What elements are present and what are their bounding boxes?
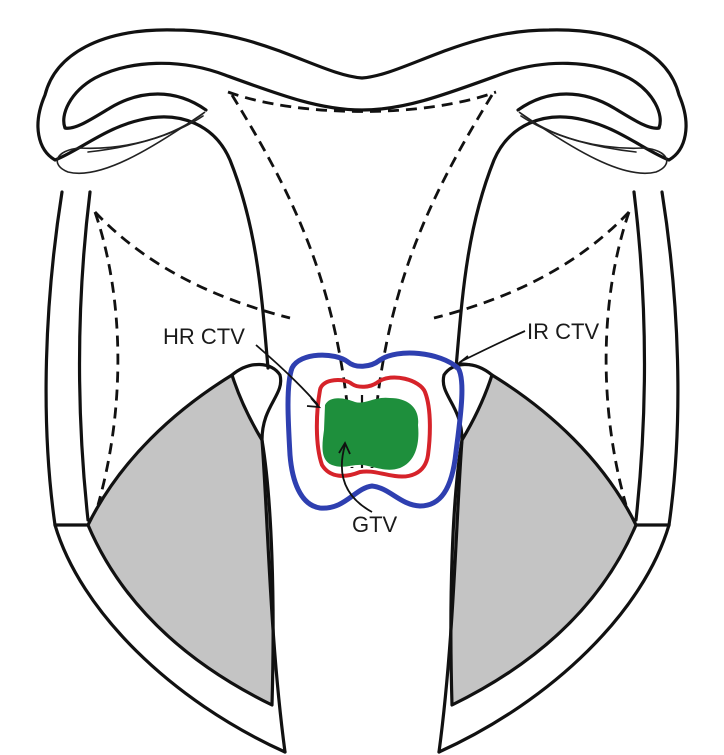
uterus-outline bbox=[38, 30, 686, 368]
left-pelvic-wall-outer bbox=[46, 192, 62, 525]
uterus-outer-contour bbox=[38, 30, 686, 368]
ir-ctv-leader bbox=[460, 331, 525, 362]
hr-ctv-label: HR CTV bbox=[163, 324, 245, 349]
left-parametrium-dashed-lateral bbox=[95, 212, 118, 505]
left-fornix-shaded bbox=[88, 375, 273, 705]
gtv-label: GTV bbox=[352, 512, 398, 537]
gtv-region bbox=[322, 398, 418, 470]
right-pelvic-wall-outer bbox=[662, 192, 678, 525]
left-pelvic-wall-inner bbox=[80, 192, 90, 520]
right-fornix-shaded bbox=[451, 375, 636, 705]
ir-ctv-label: IR CTV bbox=[527, 319, 599, 344]
right-pelvic-wall-inner bbox=[634, 192, 644, 520]
right-parametrium-dashed-lateral bbox=[606, 212, 629, 505]
